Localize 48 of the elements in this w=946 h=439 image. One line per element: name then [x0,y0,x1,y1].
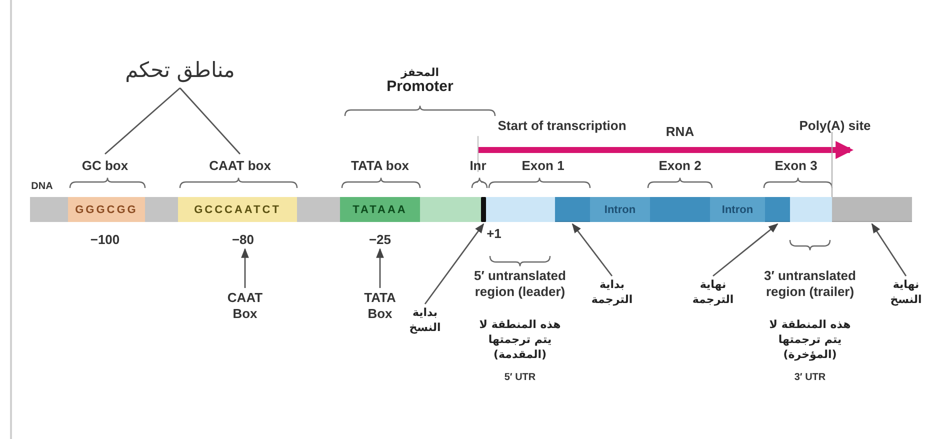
region-label: Exon 1 [522,158,564,173]
leader-arrow [376,248,384,288]
sequence-segment: GGGCGG [68,197,145,222]
sequence-segment: GCCCAATCT [178,197,297,222]
region-label: 5′ untranslated region (leader) [473,268,567,300]
annotation-label: نهاية الترجمة [688,278,738,308]
position-number: −100 [90,232,120,247]
sequence-segment: TATAAA [340,197,420,222]
region-label: TATA box [351,158,409,173]
element-label: GC box [82,158,128,173]
note-text: هذه المنطقة لا يتم ترجمتها (المؤخرة) [768,318,852,363]
sequence-segment: Intron [590,197,650,222]
element-label: CAAT Box [215,290,275,322]
annotation-label: Poly(A) site [799,118,871,133]
dna-label: DNA [31,181,53,192]
sequence-segment: Intron [710,197,765,222]
annotation-label: نهاية النسخ [886,278,926,308]
region-label: 3′ untranslated region (trailer) [763,268,857,300]
dna-bar [30,197,912,222]
leader-arrow [241,248,249,288]
leader-arrow [424,223,484,304]
leader-arrow [871,223,907,276]
region-label: Exon 3 [774,158,818,173]
dna-segment [832,197,912,222]
dna-segment [481,197,486,222]
position-number: −80 [232,232,254,247]
annotation-label: بداية الترجمة [587,278,637,308]
leader-arrow [712,223,778,277]
position-number: +1 [486,226,502,241]
connector-line [104,87,180,155]
element-label: TATA Box [359,290,401,322]
rna-label: RNA [666,124,694,139]
region-label: المحفز [401,66,439,80]
element-label: CAAT box [209,158,271,173]
dna-segment [765,197,790,222]
annotation-label: Start of transcription [498,118,626,133]
leader-arrow [572,223,613,276]
region-label: Exon 2 [658,158,702,173]
region-label: 5′ UTR [504,372,536,383]
annotation-label: بداية النسخ [405,306,445,336]
region-label: Inr [470,158,486,173]
note-text: هذه المنطقة لا يتم ترجمتها (المقدمة) [478,318,562,363]
dna-segment [555,197,590,222]
region-label: Promoter [386,78,454,95]
annotation-label: مناطق تحكم [125,58,235,82]
region-label: 3′ UTR [794,372,826,383]
connector-line [179,88,241,154]
position-number: −25 [368,232,392,247]
